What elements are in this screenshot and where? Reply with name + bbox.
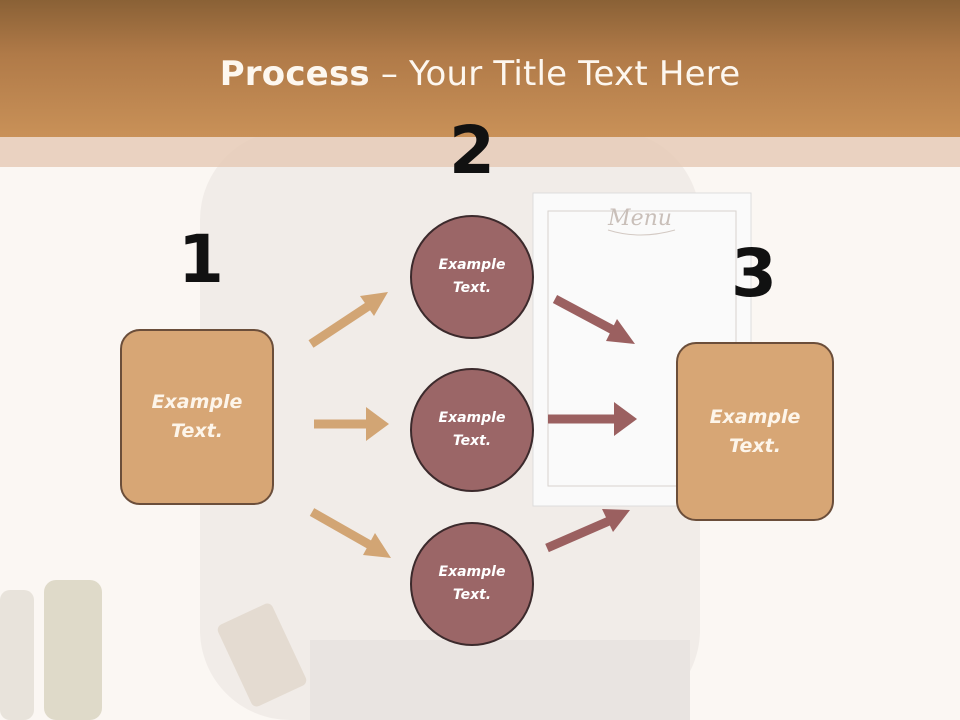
arrow-top-to-right	[552, 295, 635, 344]
slide-title: Process – Your Title Text Here	[0, 52, 960, 96]
arrow-left-to-bottom	[309, 508, 391, 558]
step-box-left: Example Text.	[120, 329, 274, 505]
step-circle-bottom: Example Text.	[410, 522, 534, 646]
chef-apron	[310, 640, 690, 720]
step-number-2: 2	[449, 112, 495, 189]
title-strong: Process	[219, 54, 370, 94]
oil-bottle	[44, 580, 102, 720]
step-number-3: 3	[731, 235, 777, 312]
step-number-1: 1	[178, 221, 224, 298]
step-box-right: Example Text.	[676, 342, 834, 521]
step-circle-middle: Example Text.	[410, 368, 534, 492]
arrow-left-to-middle	[314, 407, 389, 441]
title-rest: – Your Title Text Here	[369, 54, 741, 94]
arrow-middle-to-right	[548, 402, 637, 436]
vinegar-bottle	[0, 590, 34, 720]
wine-opener	[217, 603, 307, 707]
title-strip	[0, 137, 960, 167]
step-circle-top: Example Text.	[410, 215, 534, 339]
arrow-bottom-to-right	[545, 509, 630, 553]
menu-flourish	[607, 229, 676, 236]
menu-title-text: Menu	[607, 206, 672, 231]
title-bar	[0, 0, 960, 137]
arrow-left-to-top	[308, 292, 388, 348]
